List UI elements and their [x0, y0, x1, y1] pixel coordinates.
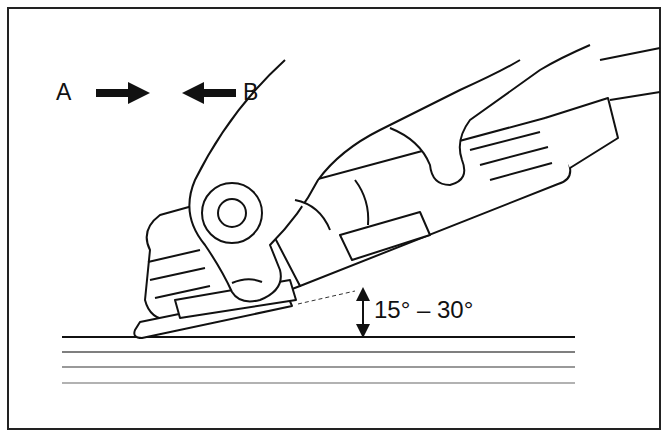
direction-arrow — [182, 82, 236, 104]
scraper-tool — [134, 48, 660, 338]
angle-indicator — [298, 291, 363, 331]
frame — [8, 8, 660, 429]
angle-dimension: 15° – 30° — [374, 298, 473, 322]
direction-letter: B — [243, 81, 258, 104]
direction-letter: A — [56, 81, 71, 104]
hand — [189, 45, 590, 301]
direction-arrow — [96, 82, 150, 104]
surface-lines — [62, 337, 575, 383]
